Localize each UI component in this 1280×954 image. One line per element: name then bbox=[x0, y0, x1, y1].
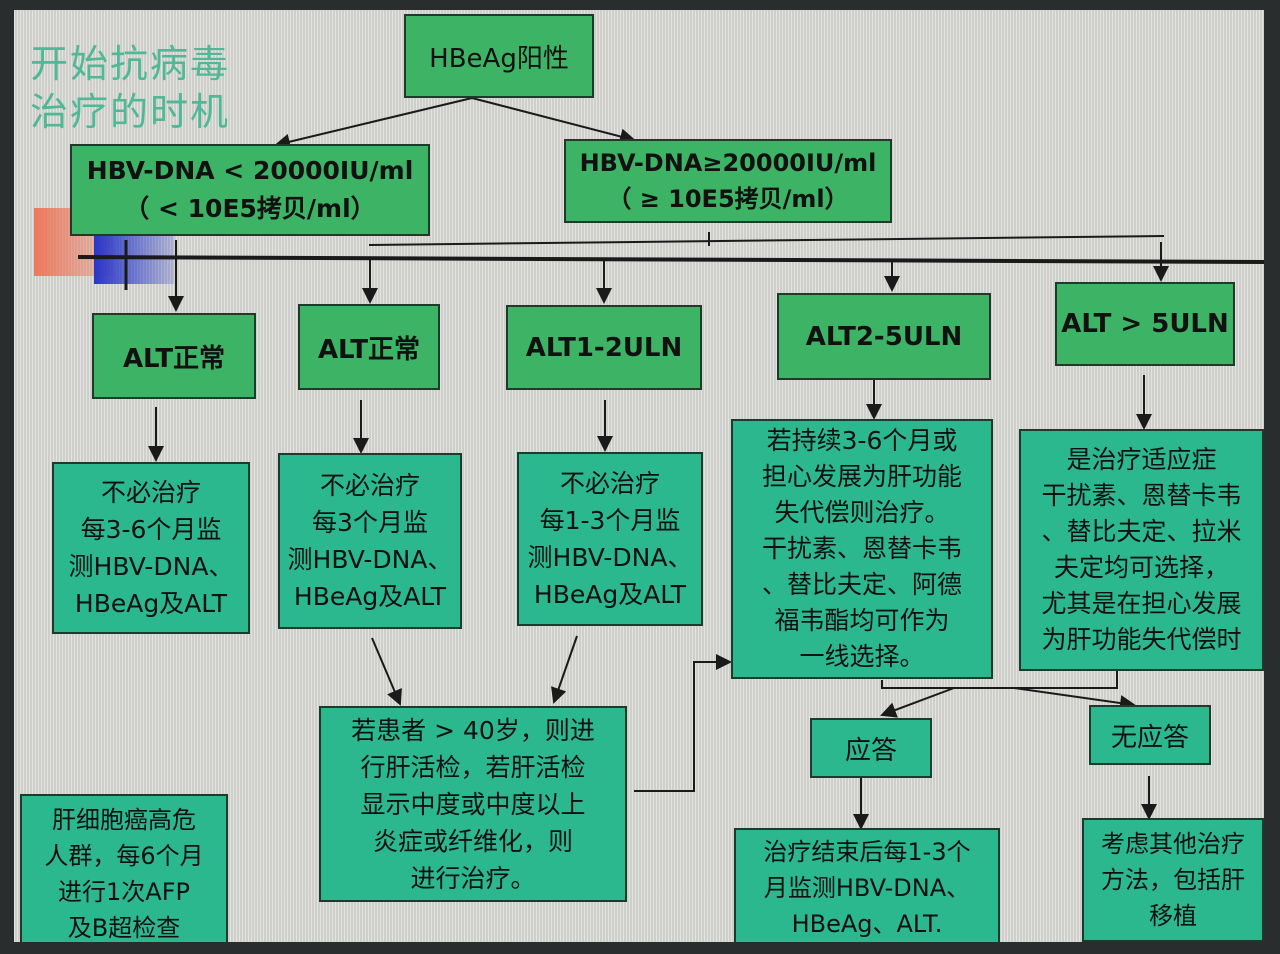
node-hbv-dna-low: HBV-DNA < 20000IU/ml （ < 10E5拷贝/ml） bbox=[70, 144, 430, 236]
node-hbv-dna-high: HBV-DNA≥20000IU/ml （ ≥ 10E5拷贝/ml） bbox=[564, 139, 892, 223]
slide-title-line2: 治疗的时机 bbox=[30, 90, 231, 134]
node-liver-biopsy: 若患者 > 40岁，则进 行肝活检，若肝活检 显示中度或中度以上 炎症或纤维化，… bbox=[319, 706, 627, 902]
node-other-treatment-label: 考虑其他治疗 方法，包括肝 移植 bbox=[1101, 830, 1245, 930]
slide-title: 开始抗病毒 治疗的时机 bbox=[30, 40, 230, 136]
slide: 开始抗病毒 治疗的时机 bbox=[14, 10, 1264, 942]
node-alt-1-2-uln-label: ALT1-2ULN bbox=[525, 332, 683, 363]
connector-lines bbox=[77, 97, 1264, 830]
node-hbv-dna-low-label: HBV-DNA < 20000IU/ml （ < 10E5拷贝/ml） bbox=[86, 156, 414, 223]
node-hbeag-positive-label: HBeAg阳性 bbox=[429, 43, 569, 74]
slide-title-line1: 开始抗病毒 bbox=[30, 42, 231, 86]
node-advice-alt-2-5-label: 若持续3-6个月或 担心发展为肝功能 失代偿则治疗。 干扰素、恩替卡韦 、替比夫… bbox=[761, 426, 962, 671]
node-hbv-dna-high-label: HBV-DNA≥20000IU/ml （ ≥ 10E5拷贝/ml） bbox=[579, 149, 877, 213]
node-advice-alt-normal: 不必治疗 每3个月监 测HBV-DNA、 HBeAg及ALT bbox=[278, 453, 462, 629]
node-response: 应答 bbox=[810, 718, 932, 778]
node-alt-2-5-uln: ALT2-5ULN bbox=[777, 293, 991, 380]
node-alt-2-5-uln-label: ALT2-5ULN bbox=[805, 321, 963, 352]
node-hbeag-positive: HBeAg阳性 bbox=[404, 14, 594, 98]
node-alt-normal-low: ALT正常 bbox=[92, 313, 256, 399]
node-hcc-screening: 肝细胞癌高危 人群，每6个月 进行1次AFP 及B超检查 bbox=[20, 794, 228, 942]
node-alt-1-2-uln: ALT1-2ULN bbox=[506, 305, 702, 390]
node-alt-gt-5-uln: ALT > 5ULN bbox=[1055, 282, 1235, 366]
node-liver-biopsy-label: 若患者 > 40岁，则进 行肝活检，若肝活检 显示中度或中度以上 炎症或纤维化，… bbox=[351, 715, 595, 893]
node-response-label: 应答 bbox=[844, 735, 897, 766]
node-advice-alt-normal-label: 不必治疗 每3个月监 测HBV-DNA、 HBeAg及ALT bbox=[287, 471, 453, 611]
node-response-follow-up-label: 治疗结束后每1-3个 月监测HBV-DNA、 HBeAg、ALT. bbox=[763, 838, 971, 938]
node-alt-gt-5-uln-label: ALT > 5ULN bbox=[1061, 309, 1229, 339]
node-alt-normal-high: ALT正常 bbox=[298, 304, 440, 390]
node-advice-alt-2-5: 若持续3-6个月或 担心发展为肝功能 失代偿则治疗。 干扰素、恩替卡韦 、替比夫… bbox=[731, 419, 993, 679]
node-alt-normal-low-label: ALT正常 bbox=[122, 343, 226, 374]
node-response-follow-up: 治疗结束后每1-3个 月监测HBV-DNA、 HBeAg、ALT. bbox=[734, 828, 1000, 942]
node-advice-low-dna-label: 不必治疗 每3-6个月监 测HBV-DNA、 HBeAg及ALT bbox=[68, 478, 234, 618]
node-advice-low-dna: 不必治疗 每3-6个月监 测HBV-DNA、 HBeAg及ALT bbox=[52, 462, 250, 634]
node-hcc-screening-label: 肝细胞癌高危 人群，每6个月 进行1次AFP 及B超检查 bbox=[44, 806, 204, 942]
node-no-response: 无应答 bbox=[1089, 705, 1211, 765]
node-advice-alt-1-2: 不必治疗 每1-3个月监 测HBV-DNA、 HBeAg及ALT bbox=[517, 452, 703, 626]
node-no-response-label: 无应答 bbox=[1110, 722, 1189, 753]
node-advice-alt-1-2-label: 不必治疗 每1-3个月监 测HBV-DNA、 HBeAg及ALT bbox=[527, 469, 693, 609]
node-alt-normal-high-label: ALT正常 bbox=[317, 334, 421, 365]
node-advice-alt-gt-5: 是治疗适应症 干扰素、恩替卡韦 、替比夫定、拉米 夫定均可选择， 尤其是在担心发… bbox=[1019, 429, 1264, 671]
node-other-treatment: 考虑其他治疗 方法，包括肝 移植 bbox=[1082, 818, 1264, 942]
node-advice-alt-gt-5-label: 是治疗适应症 干扰素、恩替卡韦 、替比夫定、拉米 夫定均可选择， 尤其是在担心发… bbox=[1041, 445, 1242, 654]
